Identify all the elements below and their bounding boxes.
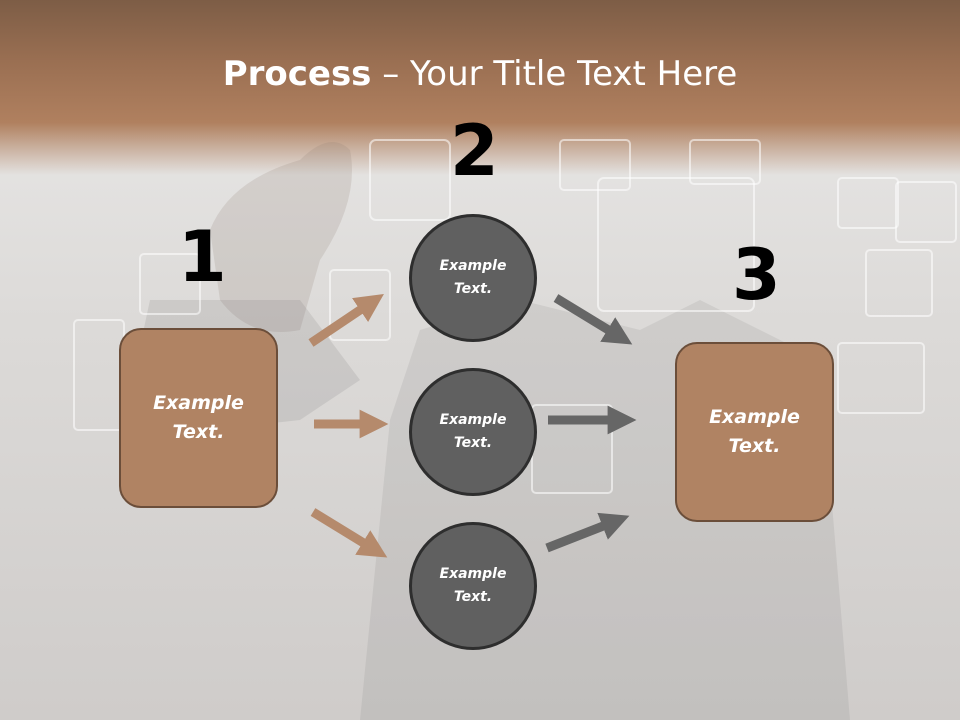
- panel-11: [559, 139, 631, 191]
- panel-2: [369, 139, 451, 221]
- header-band: [0, 0, 960, 175]
- step-number-3: 3: [732, 234, 781, 316]
- hand-silhouette: [210, 142, 352, 332]
- title-bold: Process: [222, 54, 372, 94]
- circle-1-line2: Text.: [453, 281, 493, 297]
- title-rest: – Your Title Text Here: [371, 54, 738, 94]
- arrow-start-to-circle-1: [308, 293, 384, 347]
- step-number-2: 2: [450, 110, 499, 192]
- circle-3-line1: Example: [439, 566, 507, 582]
- panel-10: [329, 269, 391, 341]
- end-box-line1: Example: [709, 406, 800, 428]
- slide-title: Process – Your Title Text Here: [0, 54, 960, 94]
- panel-9: [139, 253, 201, 315]
- start-box-line2: Text.: [172, 421, 225, 443]
- circle-2: Example Text.: [409, 368, 537, 496]
- circle-2-line1: Example: [439, 412, 507, 428]
- circle-3-line2: Text.: [453, 589, 493, 605]
- start-box-line1: Example: [153, 392, 244, 414]
- panel-6: [895, 181, 957, 243]
- circle-1: Example Text.: [409, 214, 537, 342]
- end-box-line2: Text.: [728, 435, 781, 457]
- panel-5: [837, 342, 925, 414]
- panel-4: [865, 249, 933, 317]
- start-box: Example Text.: [119, 328, 278, 508]
- end-box: Example Text.: [675, 342, 834, 522]
- step-number-1: 1: [178, 216, 227, 298]
- circle-1-line1: Example: [439, 258, 507, 274]
- arrow-circle-1-to-end: [553, 294, 633, 345]
- panel-3: [837, 177, 899, 229]
- arrow-start-to-circle-3: [310, 508, 388, 558]
- panel-1: [597, 177, 755, 312]
- panel-12: [689, 139, 761, 185]
- arrow-circle-3-to-end: [545, 512, 630, 553]
- circle-3: Example Text.: [409, 522, 537, 650]
- circle-2-line2: Text.: [453, 435, 493, 451]
